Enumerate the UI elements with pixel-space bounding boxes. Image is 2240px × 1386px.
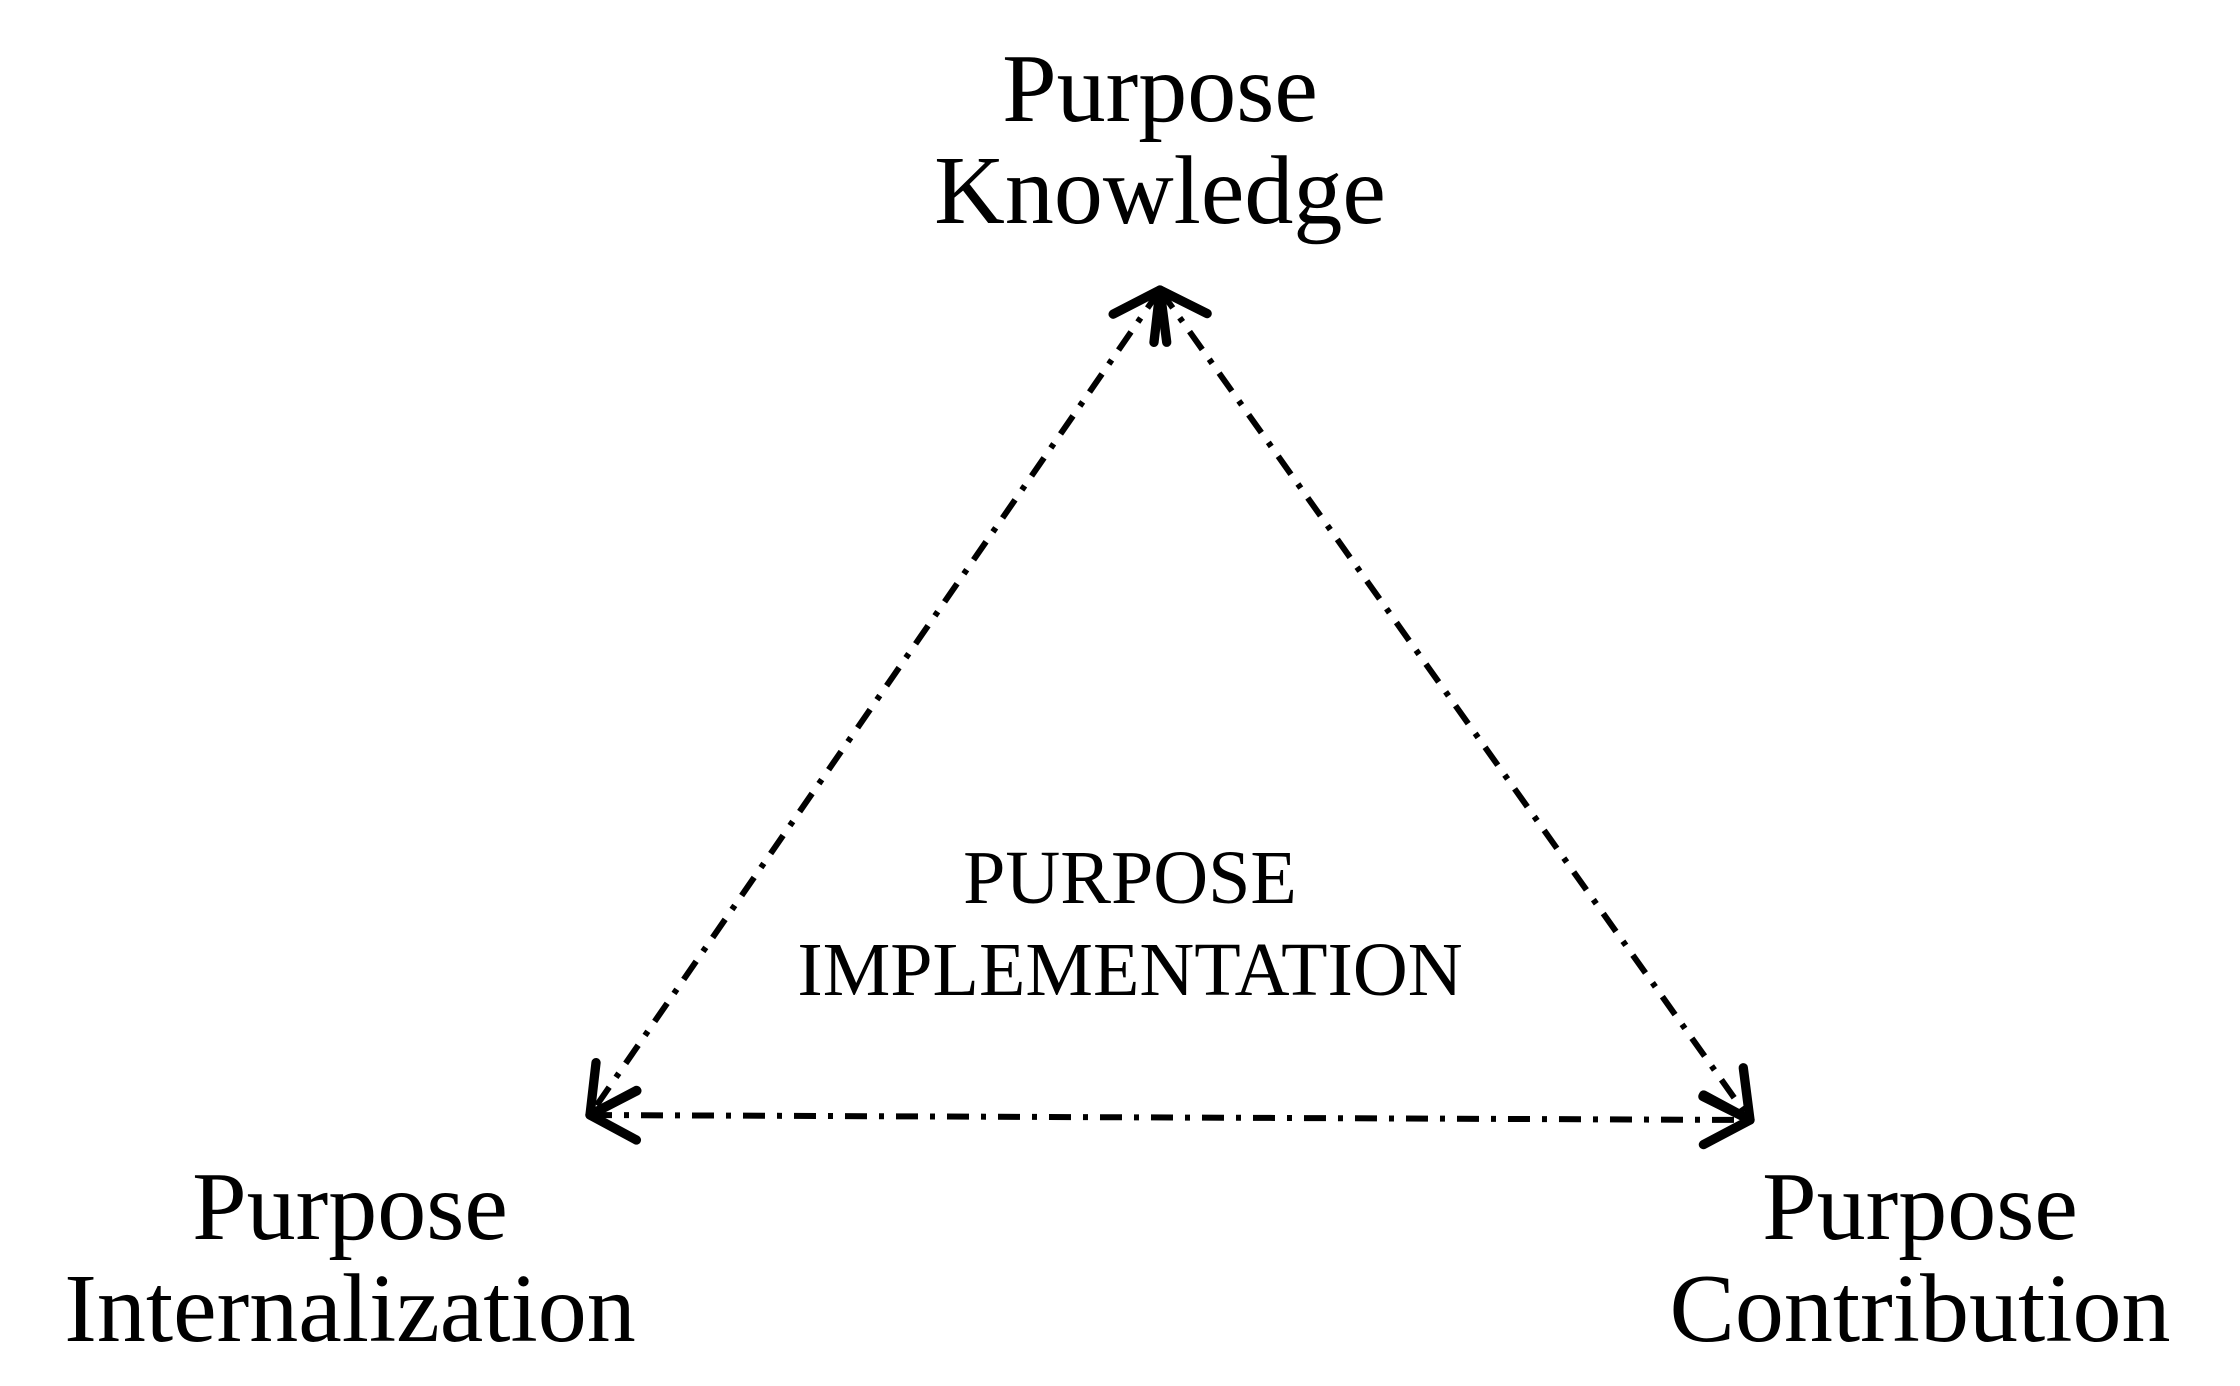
edge-knowledge-contribution [1155, 285, 1755, 1125]
center-label-line: PURPOSE [963, 836, 1297, 920]
node-label-line: Purpose [1762, 1153, 2078, 1261]
node-label-line: Knowledge [934, 137, 1386, 245]
edge-group [585, 285, 1755, 1150]
center-label-purpose-implementation: PURPOSE IMPLEMENTATION [760, 832, 1500, 1016]
node-label-line: Internalization [64, 1255, 636, 1363]
node-purpose-knowledge: Purpose Knowledge [820, 38, 1500, 242]
edge-internalization-contribution [585, 1085, 1755, 1150]
node-purpose-internalization: Purpose Internalization [20, 1156, 680, 1360]
node-label-line: Purpose [192, 1153, 508, 1261]
node-label-line: Contribution [1669, 1255, 2171, 1363]
center-label-line: IMPLEMENTATION [797, 928, 1463, 1012]
node-label-line: Purpose [1002, 35, 1318, 143]
node-purpose-contribution: Purpose Contribution [1600, 1156, 2240, 1360]
edge-knowledge-internalization [585, 285, 1165, 1120]
